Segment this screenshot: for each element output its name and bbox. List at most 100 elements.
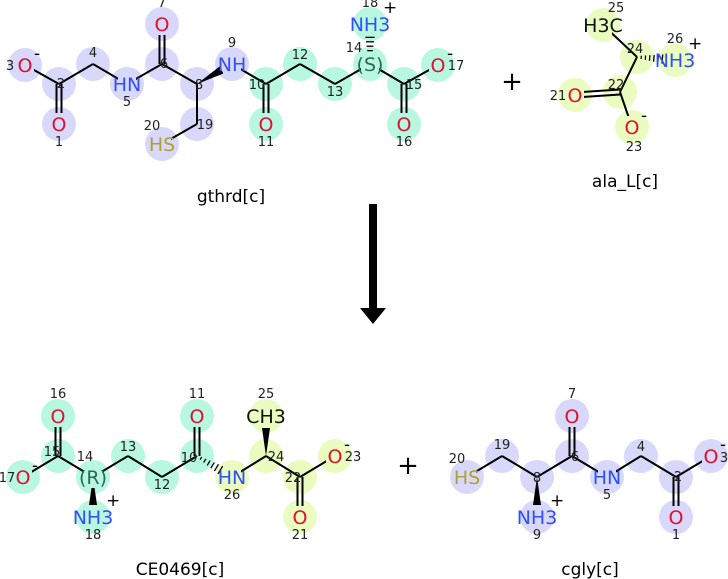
- hash-bond: [661, 54, 664, 64]
- atom-label: O: [431, 55, 446, 77]
- atom-label: O: [565, 406, 580, 428]
- atom-number: 22: [608, 78, 625, 93]
- atom-number: 3: [720, 451, 728, 466]
- atom-label: NH3: [517, 507, 558, 529]
- label-background: [84, 506, 102, 528]
- atom-number: 17: [448, 59, 465, 74]
- atom-7: O7: [153, 0, 171, 36]
- charge-label: -: [641, 106, 647, 126]
- label-background: [361, 53, 379, 75]
- atom-number: 1: [55, 135, 63, 150]
- atom-6: 6: [571, 450, 579, 465]
- atom-label: CH3: [246, 406, 286, 428]
- wedge-bond: [262, 428, 270, 456]
- atom-number: 5: [603, 488, 611, 503]
- atom-label: O: [568, 85, 583, 107]
- atom-label: O: [52, 114, 67, 136]
- hash-bond: [210, 462, 215, 469]
- charge-label: +: [383, 0, 397, 18]
- atom-2: 2: [674, 470, 682, 485]
- atom-21: O21: [550, 84, 584, 107]
- atom-22: 22: [608, 78, 625, 93]
- atom-number: 4: [637, 440, 645, 455]
- atom-1: O1: [50, 113, 68, 150]
- atom-number: 11: [258, 135, 275, 150]
- atom-number: 16: [396, 135, 413, 150]
- atom-number: 18: [85, 528, 102, 543]
- atom-number: 10: [249, 78, 266, 93]
- atom-label: O: [328, 446, 343, 468]
- atom-15: 15: [44, 445, 61, 460]
- atom-18: NH3+18: [73, 491, 121, 543]
- label-background: [50, 113, 68, 135]
- atom-label: O: [704, 446, 719, 468]
- atom-2: 2: [57, 77, 65, 92]
- atom-number: 18: [362, 0, 379, 11]
- label-background: [528, 506, 546, 528]
- label-background: [361, 13, 379, 35]
- atom-label: HN: [593, 467, 622, 489]
- atom-24: 24: [627, 42, 644, 57]
- atom-24: 24: [268, 450, 285, 465]
- atom-10: 10: [249, 78, 266, 93]
- atom-15: 15: [406, 78, 423, 93]
- atom-number: 9: [228, 36, 236, 51]
- atom-label: HS: [149, 134, 175, 156]
- molecule-name-ce0469: CE0469[c]: [136, 560, 225, 579]
- atom-number: 20: [449, 452, 466, 467]
- atom-number: 19: [197, 118, 214, 133]
- molecule-gthrd: O12O-34HN56O78NH910O111213(S)1415O16O-17…: [6, 0, 464, 156]
- atom-number: 21: [292, 528, 309, 543]
- atom-11: O11: [188, 387, 206, 428]
- label-background: [566, 84, 584, 106]
- label-background: [598, 466, 616, 488]
- atom-number: 6: [571, 450, 579, 465]
- atom-21: O21: [291, 506, 309, 543]
- label-background: [667, 506, 685, 528]
- atom-number: 25: [608, 1, 625, 16]
- label-background: [666, 49, 684, 71]
- atom-23: O-23: [326, 435, 361, 468]
- label-background: [118, 73, 136, 95]
- charge-label: -: [447, 44, 453, 64]
- atom-number: 10: [181, 451, 198, 466]
- atom-label: O: [397, 114, 412, 136]
- atom-number: 7: [568, 387, 576, 402]
- atom-number: 9: [533, 528, 541, 543]
- atom-label: O: [190, 406, 205, 428]
- atom-5: HN5: [593, 466, 622, 503]
- atom-22: 22: [285, 471, 302, 486]
- atom-label: NH3: [73, 507, 114, 529]
- atom-23: O-23: [623, 106, 647, 155]
- single-bond: [161, 455, 198, 478]
- atom-label: (S): [357, 54, 384, 76]
- atom-number: 22: [285, 471, 302, 486]
- atom-number: 8: [195, 78, 203, 93]
- atom-9: NH3+9: [517, 491, 565, 543]
- label-background: [84, 466, 102, 488]
- atom-number: 21: [550, 89, 567, 104]
- label-background: [257, 113, 275, 135]
- atom-number: 26: [667, 32, 684, 47]
- atom-8: 8: [533, 471, 541, 486]
- label-background: [594, 14, 612, 36]
- charge-label: -: [34, 44, 40, 64]
- atom-26: NH3+26: [655, 32, 703, 72]
- atom-label: O: [155, 14, 170, 36]
- atom-number: 14: [346, 41, 363, 56]
- plus-sign-products: +: [397, 451, 419, 481]
- atom-3: O-3: [6, 44, 40, 77]
- label-background: [223, 466, 241, 488]
- hash-bond: [203, 458, 207, 463]
- atom-number: 1: [672, 528, 680, 543]
- atom-8: 8: [195, 78, 203, 93]
- atom-number: 4: [89, 46, 97, 61]
- atom-9: NH9: [218, 36, 247, 76]
- atom-4: 4: [637, 440, 645, 455]
- atom-number: 3: [6, 59, 14, 74]
- wedge-bond: [533, 477, 541, 505]
